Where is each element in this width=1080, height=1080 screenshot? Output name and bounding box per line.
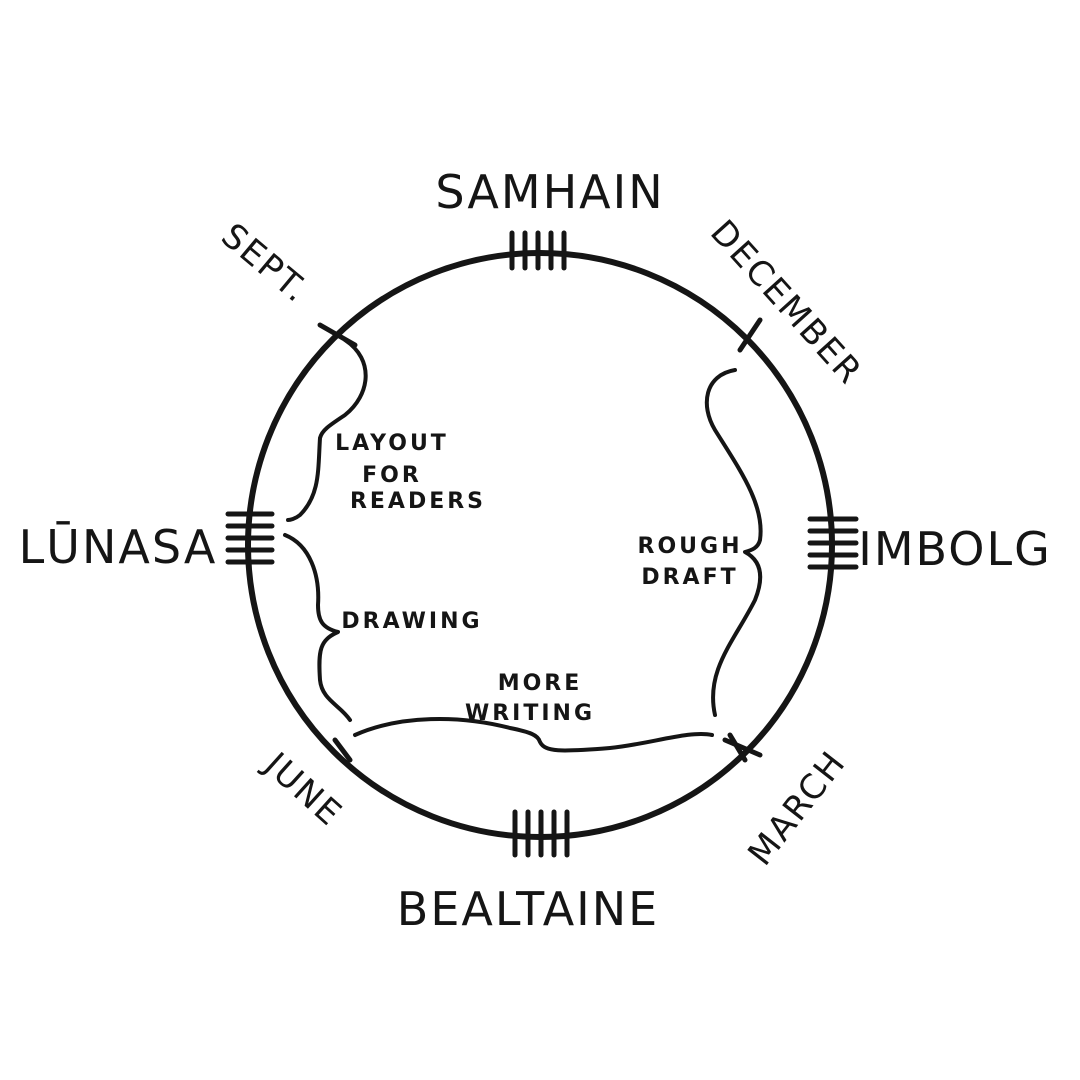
june-tick [332, 737, 353, 763]
brace-rough [704, 368, 763, 717]
annotation-layout-1: LAYOUT [335, 431, 449, 456]
lunasa-ticks [225, 511, 275, 565]
label-december: DECEMBER [702, 212, 870, 392]
label-march: MARCH [740, 743, 854, 873]
label-lunasa: LŪNASA [19, 520, 218, 574]
annotation-layout-3: READERS [350, 489, 486, 514]
label-bealtaine: BEALTAINE [397, 882, 659, 936]
brace-layout [286, 338, 368, 522]
march-tick [722, 737, 763, 758]
brace-drawing [283, 533, 352, 722]
annotation-draft: DRAFT [641, 565, 738, 590]
label-samhain: SAMHAIN [435, 165, 664, 219]
samhain-ticks [509, 230, 567, 271]
annotation-drawing: DRAWING [341, 609, 482, 634]
month-ticks [317, 317, 763, 763]
imbolg-ticks [807, 516, 859, 570]
label-imbolg: IMBOLG [858, 522, 1051, 576]
bealtaine-ticks [512, 809, 570, 858]
annotation-layout-2: FOR [362, 463, 422, 488]
annotation-rough: ROUGH [638, 534, 743, 559]
december-tick [737, 317, 763, 353]
brace-more-writing [353, 716, 714, 753]
annotation-writing: WRITING [465, 701, 595, 726]
annotation-more: MORE [498, 671, 583, 696]
label-sept: SEPT. [213, 216, 316, 312]
